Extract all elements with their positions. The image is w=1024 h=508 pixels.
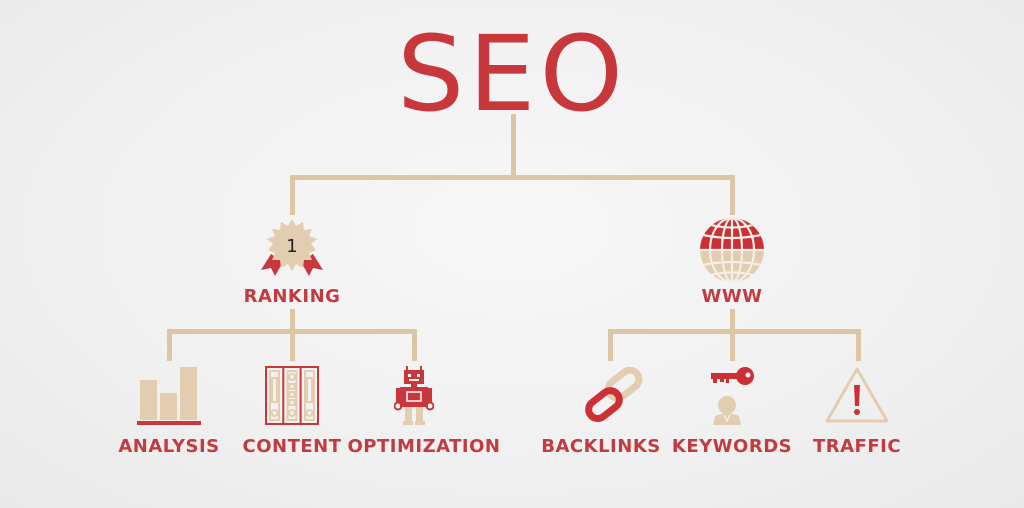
connector-to-ranking [290,175,295,215]
keywords-label: KEYWORDS [671,436,793,457]
traffic-label: TRAFFIC [812,436,902,457]
warning-triangle-icon [825,366,889,424]
connector-main-bar [290,175,735,180]
connector-to-optimization [412,329,417,361]
binders-icon [265,366,319,426]
connector-to-content [290,329,295,361]
connector-to-analysis [167,329,172,361]
connector-trunk [511,114,516,180]
award-badge-icon: 1 [257,216,327,282]
connector-to-www [730,175,735,215]
bar-chart-icon [137,366,203,426]
seo-title: SEO [396,13,628,135]
optimization-label: OPTIMIZATION [347,436,501,457]
connector-ranking-trunk [290,309,295,334]
ranking-label: RANKING [243,286,341,307]
key-person-icon [707,365,757,425]
connector-to-backlinks [608,329,613,361]
connector-to-traffic [856,329,861,361]
analysis-label: ANALYSIS [118,436,220,457]
backlinks-label: BACKLINKS [541,436,661,457]
robot-icon [393,364,435,426]
chain-link-icon [575,366,651,424]
svg-text:1: 1 [286,236,297,257]
globe-icon [699,217,765,283]
connector-www-trunk [730,309,735,334]
connector-to-keywords [730,329,735,361]
content-label: CONTENT [242,436,342,457]
www-label: WWW [701,286,763,307]
